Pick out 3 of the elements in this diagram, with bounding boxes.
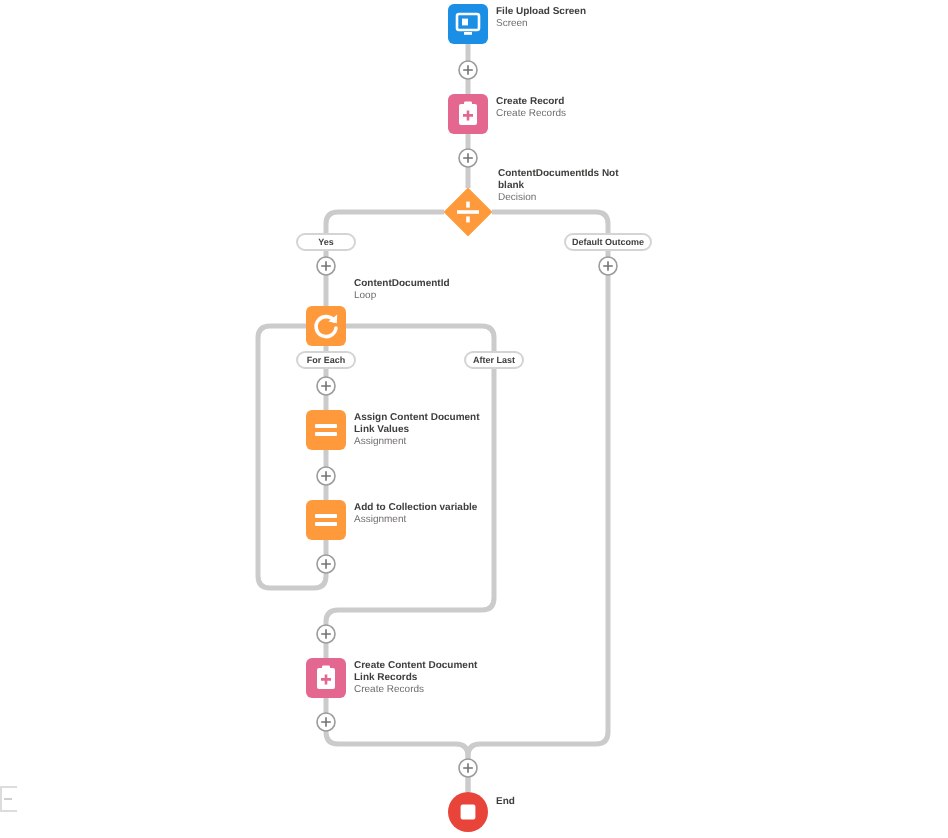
connector-line — [255, 323, 329, 591]
connector-line — [323, 323, 497, 658]
connector-line — [323, 698, 471, 792]
